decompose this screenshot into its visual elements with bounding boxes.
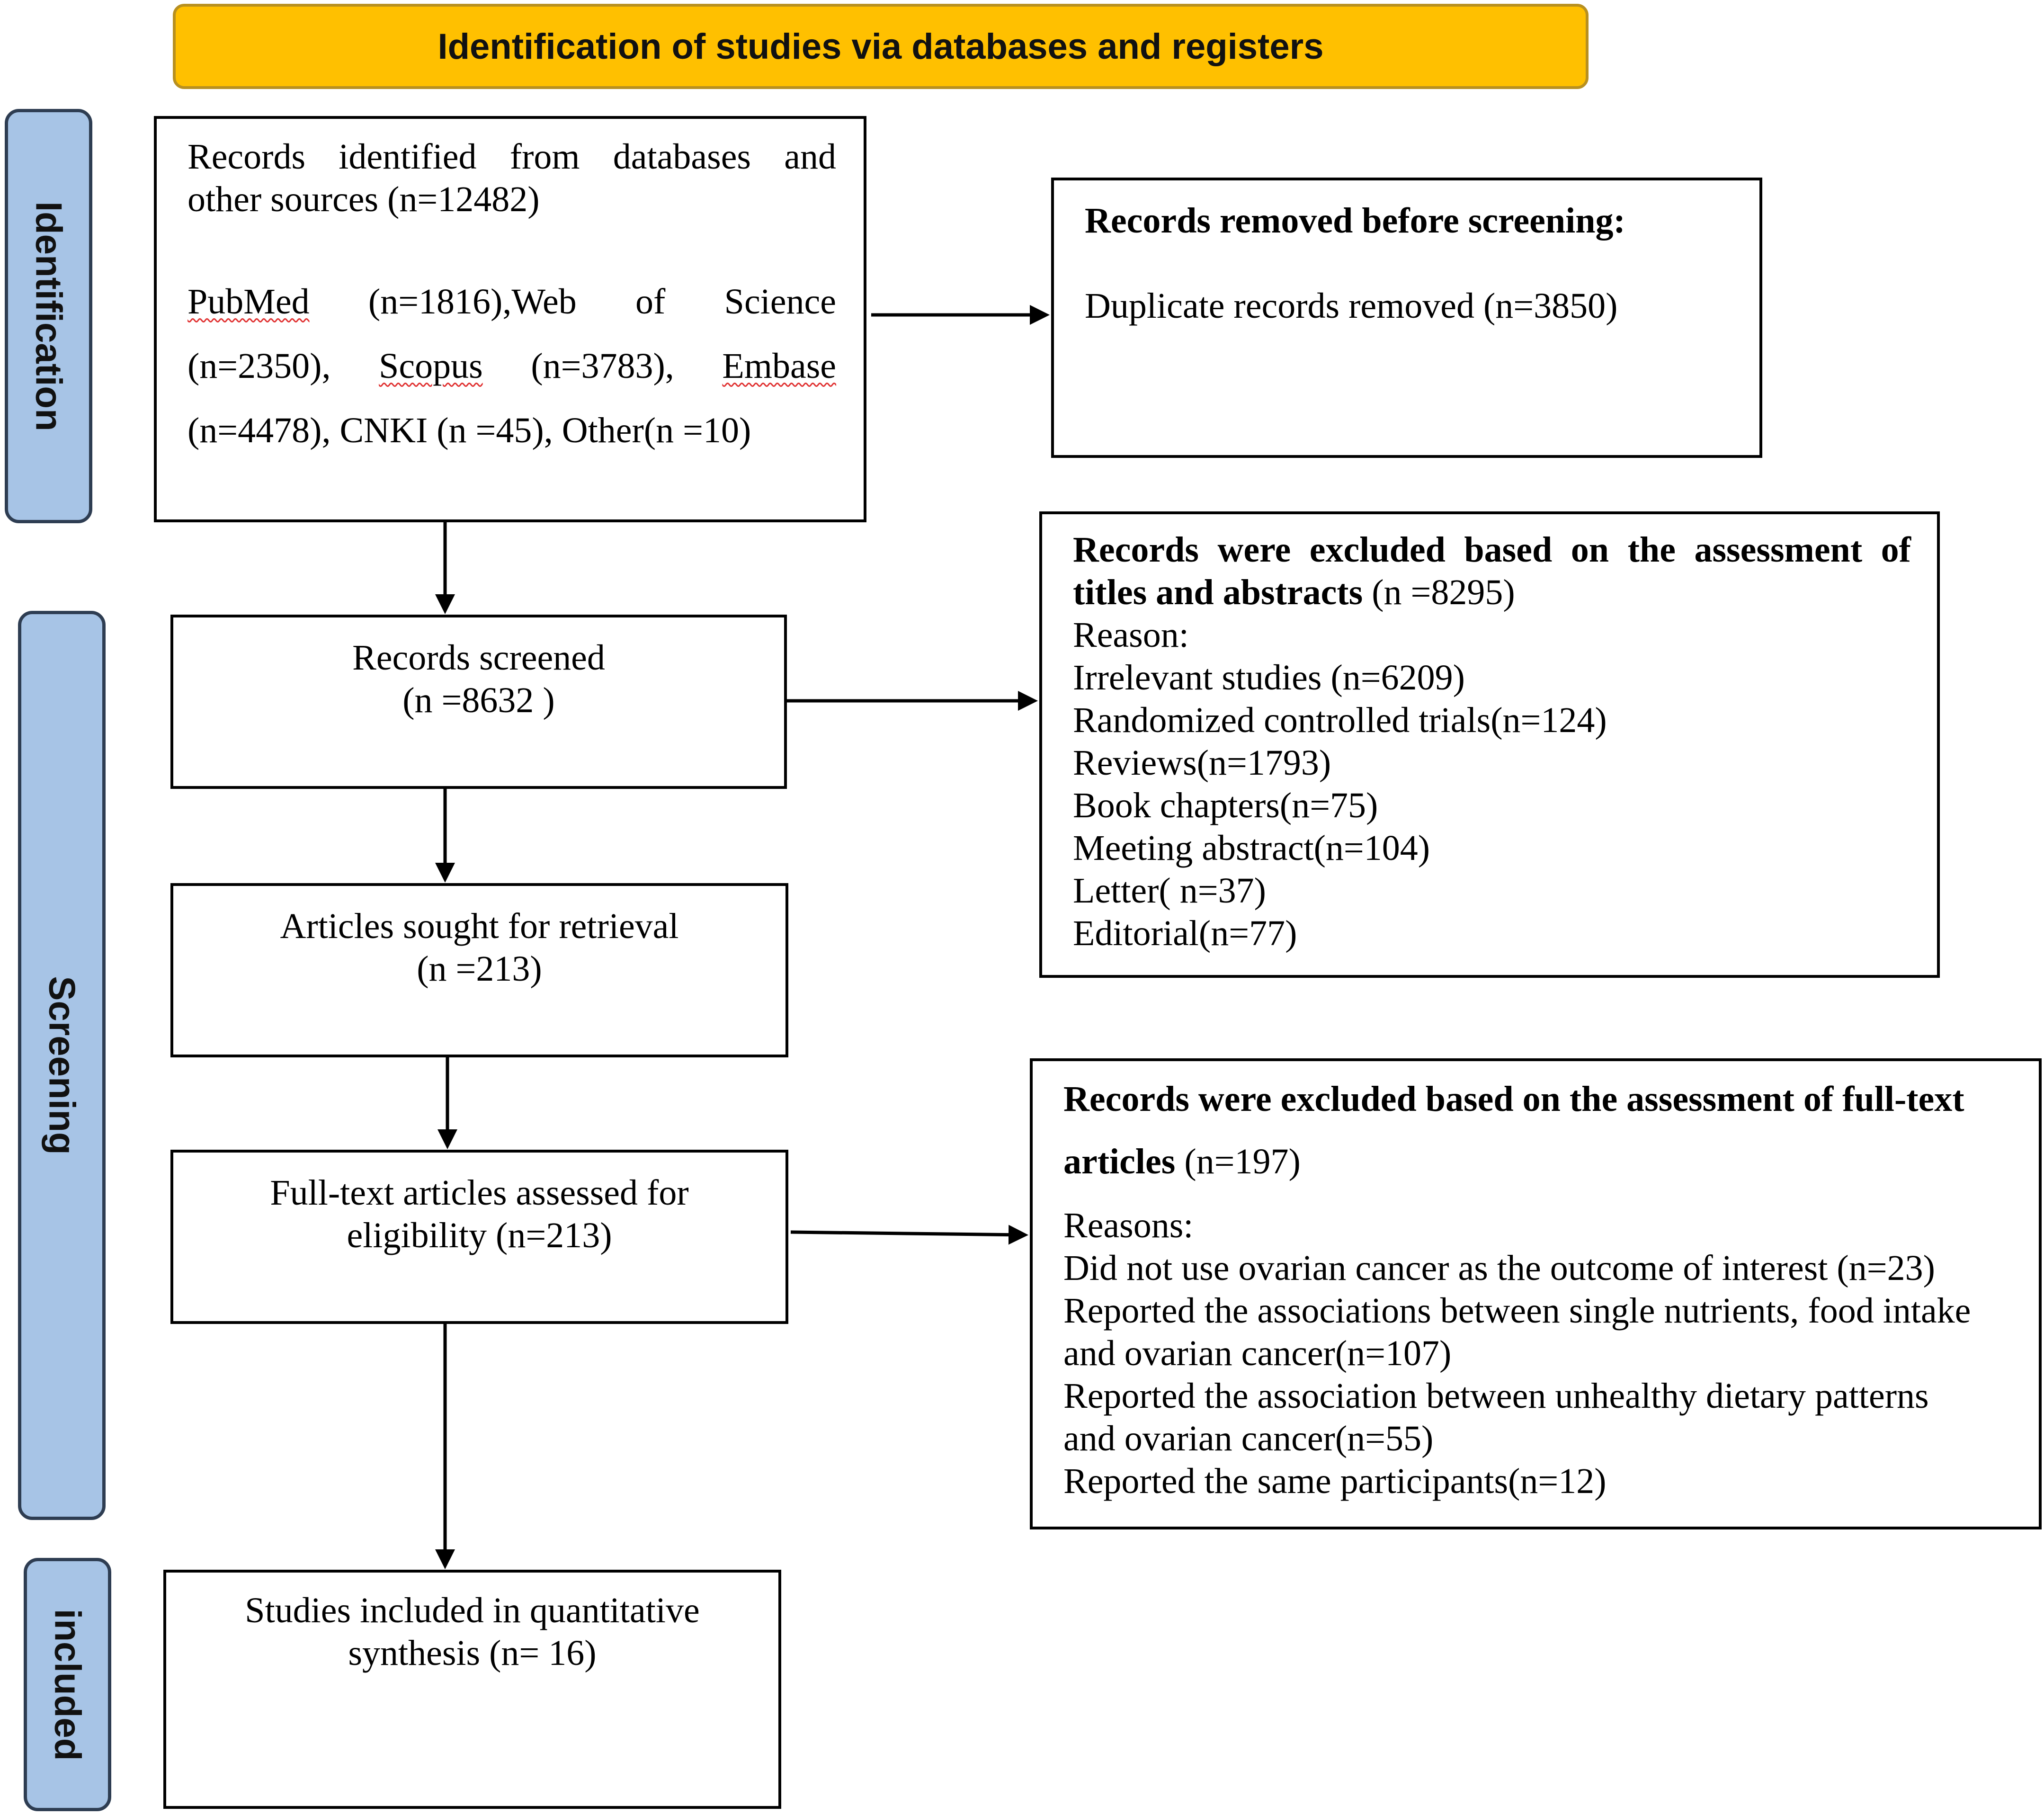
scopus-label: Scopus [379, 346, 483, 386]
removed-line-1: Duplicate records removed (n=3850) [1085, 286, 1618, 326]
excluded-title-abstract-box: Records were excluded based on the asses… [1039, 511, 1940, 978]
excluded-ta-reason: Editorial(n=77) [1073, 913, 1297, 953]
retrieval-line-1: Articles sought for retrieval [280, 906, 679, 946]
records-removed-box: Records removed before screening: Duplic… [1051, 178, 1762, 458]
excluded-fulltext-box: Records were excluded based on the asses… [1030, 1058, 2042, 1529]
excluded-ft-line: Reported the same participants(n=12) [1063, 1461, 1607, 1501]
identified-line-3: PubMed (n=1816),Web of Science [187, 269, 836, 334]
included-line-1: Studies included in quantitative [245, 1591, 700, 1630]
excluded-ft-title-2-rest: (n=197) [1175, 1142, 1301, 1181]
identification-banner: Identification of studies via databases … [173, 4, 1589, 89]
included-line-2: synthesis (n= 16) [348, 1633, 597, 1673]
excluded-ft-line: and ovarian cancer(n=107) [1063, 1333, 1452, 1373]
phase-included: included [24, 1558, 111, 1811]
identified-line-4-a: (n=2350), [187, 346, 331, 386]
excluded-ta-title-2: titles and abstracts (n =8295) [1073, 571, 1911, 614]
excluded-ft-title-2-bold: articles [1063, 1142, 1176, 1181]
studies-included-box: Studies included in quantitative synthes… [163, 1570, 781, 1809]
excluded-ft-title-2: articles (n=197) [1063, 1140, 2020, 1183]
excluded-ta-title-2-bold: titles and abstracts [1073, 572, 1363, 612]
fulltext-assessed-box: Full-text articles assessed for eligibil… [170, 1150, 788, 1324]
excluded-ta-title-1: Records were excluded based on the asses… [1073, 530, 1911, 570]
removed-title: Records removed before screening: [1085, 201, 1625, 241]
fulltext-line-2: eligibility (n=213) [347, 1216, 612, 1255]
pubmed-label: PubMed [187, 282, 310, 322]
identified-line-2: other sources (n=12482) [187, 179, 540, 219]
excluded-ta-reason-header: Reason: [1073, 615, 1189, 655]
screened-line-1: Records screened [352, 638, 605, 678]
excluded-ta-title-2-rest: (n =8295) [1363, 572, 1515, 612]
retrieval-line-2: (n =213) [417, 949, 542, 989]
fulltext-line-1: Full-text articles assessed for [270, 1173, 689, 1213]
embase-label: Embase [722, 346, 837, 386]
excluded-ft-reason-header: Reasons: [1063, 1206, 1194, 1245]
excluded-ft-line: Reported the association between unhealt… [1063, 1376, 1929, 1416]
excluded-ft-line: Reported the associations between single… [1063, 1291, 1971, 1331]
excluded-ta-reason: Book chapters(n=75) [1073, 786, 1378, 825]
excluded-ft-title-1: Records were excluded based on the asses… [1063, 1079, 1964, 1119]
excluded-ta-reason: Meeting abstract(n=104) [1073, 828, 1430, 868]
articles-retrieval-box: Articles sought for retrieval (n =213) [170, 883, 788, 1057]
excluded-ta-reason: Randomized controlled trials(n=124) [1073, 700, 1607, 740]
identified-line-3-rest: (n=1816),Web of Science [368, 282, 836, 322]
excluded-ft-line: and ovarian cancer(n=55) [1063, 1419, 1434, 1458]
screened-line-2: (n =8632 ) [402, 680, 555, 720]
identified-line-1: Records identified from databases and [187, 137, 836, 177]
identified-line-5: (n=4478), CNKI (n =45), Other(n =10) [187, 411, 751, 450]
excluded-ft-line: Did not use ovarian cancer as the outcom… [1063, 1248, 1935, 1288]
banner-title: Identification of studies via databases … [437, 26, 1324, 67]
identified-line-4: (n=2350), Scopus (n=3783), Embase [187, 334, 836, 398]
phase-screening: Screening [18, 611, 106, 1520]
excluded-ta-reason: Irrelevant studies (n=6209) [1073, 658, 1465, 697]
identified-line-4-c: (n=3783), [531, 346, 674, 386]
records-identified-box: Records identified from databases and ot… [154, 116, 866, 522]
excluded-ta-reason: Reviews(n=1793) [1073, 743, 1331, 783]
excluded-ta-reason: Letter( n=37) [1073, 871, 1266, 911]
arrow-fulltext-to-excluded [790, 1225, 1028, 1245]
records-screened-box: Records screened (n =8632 ) [170, 615, 787, 789]
phase-identification: Identification [5, 109, 92, 523]
